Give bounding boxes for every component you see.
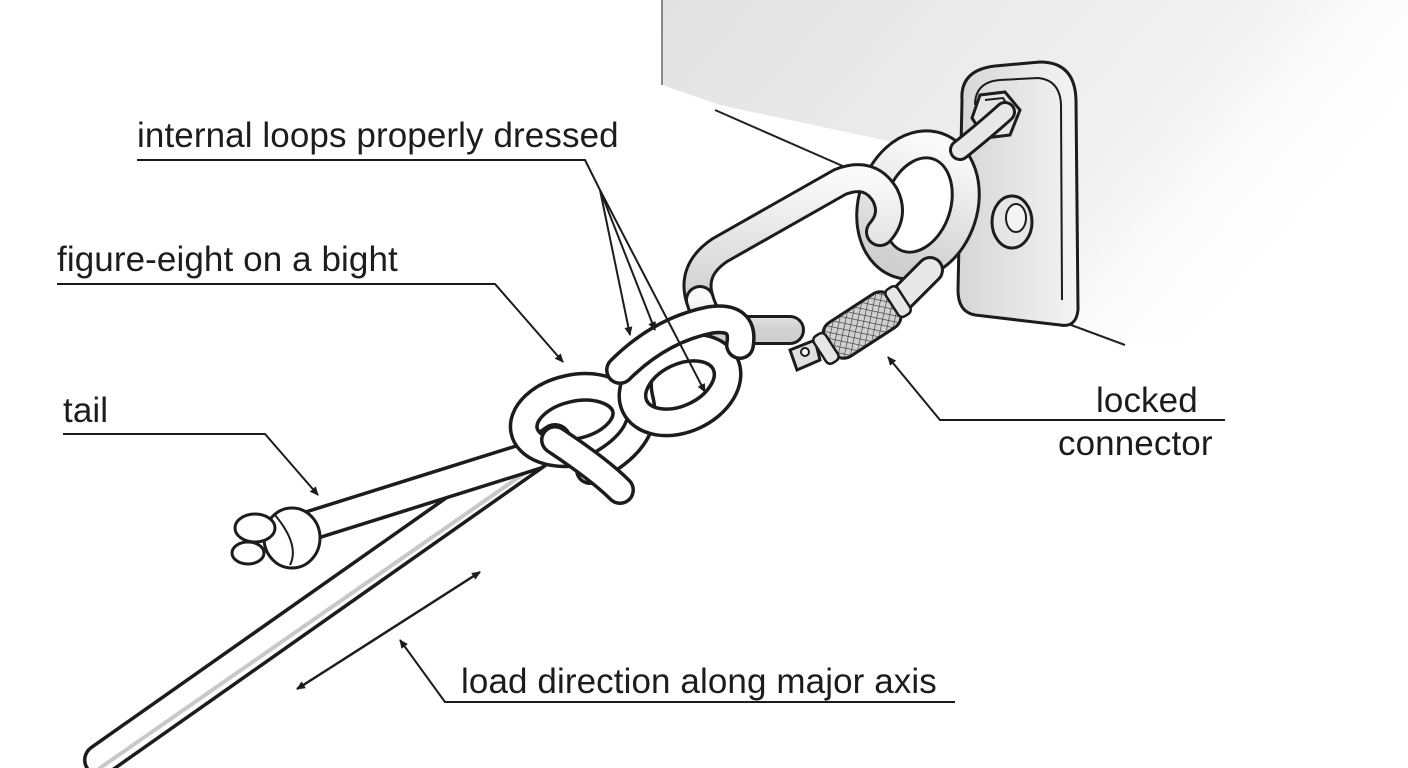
locking-sleeve <box>812 285 912 365</box>
leader-figure-eight <box>57 283 564 363</box>
load-direction-arrow <box>296 570 481 691</box>
leader-locked-connector <box>887 356 1225 421</box>
rope-standing-part <box>83 423 572 768</box>
leader-tail <box>63 433 319 496</box>
label-internal-loops: internal loops properly dressed <box>137 116 619 155</box>
figure-eight-knot <box>508 304 756 505</box>
rope-tail <box>264 439 551 551</box>
label-figure-eight: figure-eight on a bight <box>57 240 398 279</box>
leader-load-direction <box>399 639 955 703</box>
leader-internal-loops <box>137 159 706 393</box>
label-connector: connector <box>1058 424 1213 463</box>
label-tail: tail <box>63 391 109 430</box>
tail-stopper-knot <box>230 506 322 570</box>
label-load-direction: load direction along major axis <box>461 662 937 701</box>
label-locked: locked <box>1096 381 1198 420</box>
